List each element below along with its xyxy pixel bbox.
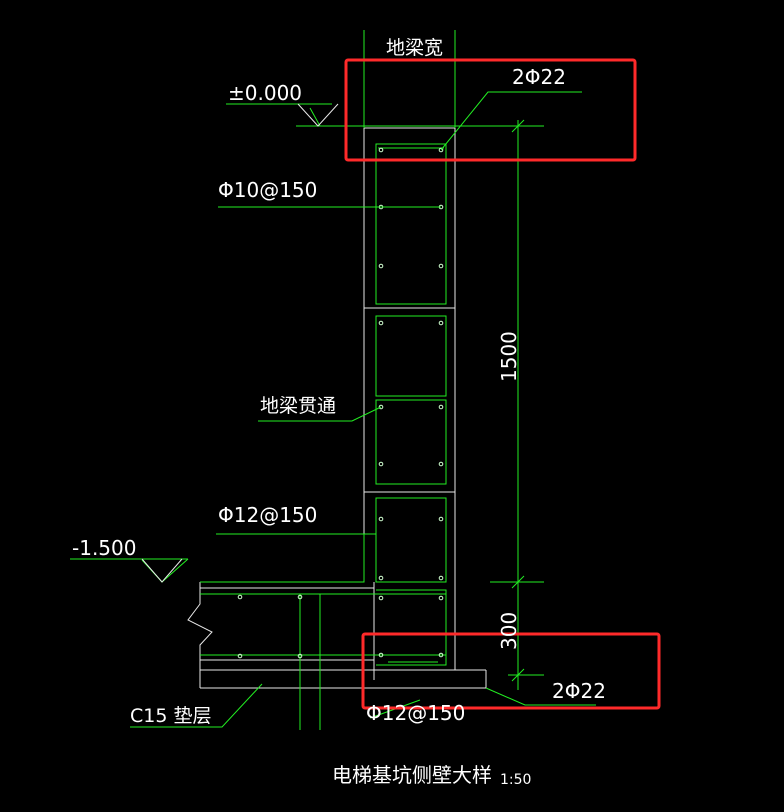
dimension-lines bbox=[490, 119, 544, 690]
elevation-markers bbox=[141, 103, 339, 583]
label-beam-through: 地梁贯通 bbox=[260, 395, 336, 417]
label-elevation-bottom: -1.500 bbox=[72, 536, 136, 560]
label-beam-width: 地梁宽 bbox=[386, 37, 443, 59]
label-wall-rebar: Φ12@150 bbox=[218, 503, 317, 527]
drawing-scale: 1:50 bbox=[500, 772, 531, 788]
label-bottom-rebar-spacing: Φ12@150 bbox=[366, 701, 465, 725]
label-dim-bottom: 300 bbox=[497, 612, 521, 650]
leader-lines bbox=[70, 91, 596, 728]
label-bottom-rebar: 2Φ22 bbox=[552, 679, 606, 703]
highlight-box-top bbox=[344, 58, 637, 162]
label-top-rebar: 2Φ22 bbox=[512, 65, 566, 89]
wall-outline bbox=[187, 127, 487, 689]
label-cushion: C15 垫层 bbox=[130, 705, 211, 727]
label-dim-height: 1500 bbox=[497, 331, 521, 382]
rebar-cage bbox=[200, 30, 476, 730]
label-stirrup: Φ10@150 bbox=[218, 178, 317, 202]
highlight-box-bottom bbox=[361, 632, 661, 710]
drawing-title: 电梯基坑侧壁大样 bbox=[332, 763, 492, 787]
label-elevation-top: ±0.000 bbox=[228, 81, 302, 105]
